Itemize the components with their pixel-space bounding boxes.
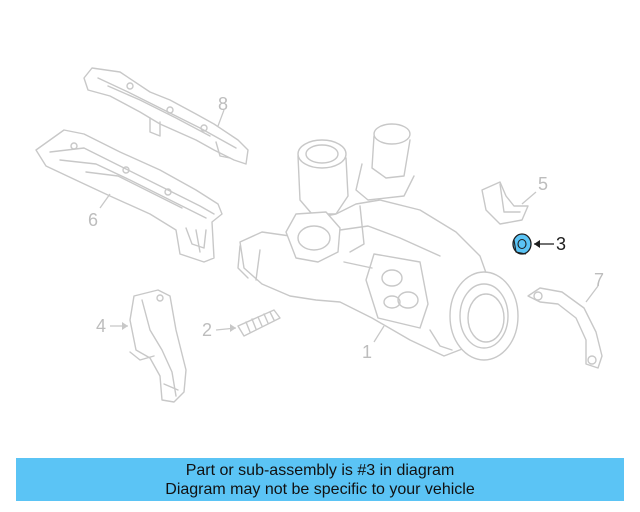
part-1-turbocharger[interactable]: [237, 123, 519, 361]
callout-6: 6: [88, 193, 111, 230]
part-7-strap[interactable]: [527, 287, 603, 369]
part-8-heat-shield[interactable]: [83, 67, 249, 165]
part-3-nut[interactable]: [512, 233, 532, 255]
part-2-stud[interactable]: [237, 309, 281, 337]
callout-6-label: 6: [88, 210, 98, 230]
callout-4: 4: [96, 316, 128, 336]
callout-8-label: 8: [218, 94, 228, 114]
callout-1-label: 1: [362, 342, 372, 362]
callout-5-label: 5: [538, 174, 548, 194]
part-5-bracket[interactable]: [481, 181, 529, 225]
callout-7-label: 7: [594, 270, 604, 290]
callout-2-label: 2: [202, 320, 212, 340]
callout-3-label: 3: [556, 234, 566, 254]
part-6-heat-shield[interactable]: [35, 129, 223, 263]
info-banner: Part or sub-assembly is #3 in diagram Di…: [16, 458, 624, 501]
part-4-bracket[interactable]: [129, 289, 187, 403]
banner-line-2: Diagram may not be specific to your vehi…: [165, 481, 475, 498]
callout-5: 5: [521, 174, 548, 205]
callout-3: 3: [534, 234, 566, 254]
callout-1: 1: [362, 325, 385, 362]
callout-4-label: 4: [96, 316, 106, 336]
banner-line-1: Part or sub-assembly is #3 in diagram: [185, 462, 455, 479]
callout-2: 2: [202, 320, 237, 340]
callout-8: 8: [217, 94, 228, 127]
callout-7: 7: [585, 270, 604, 303]
